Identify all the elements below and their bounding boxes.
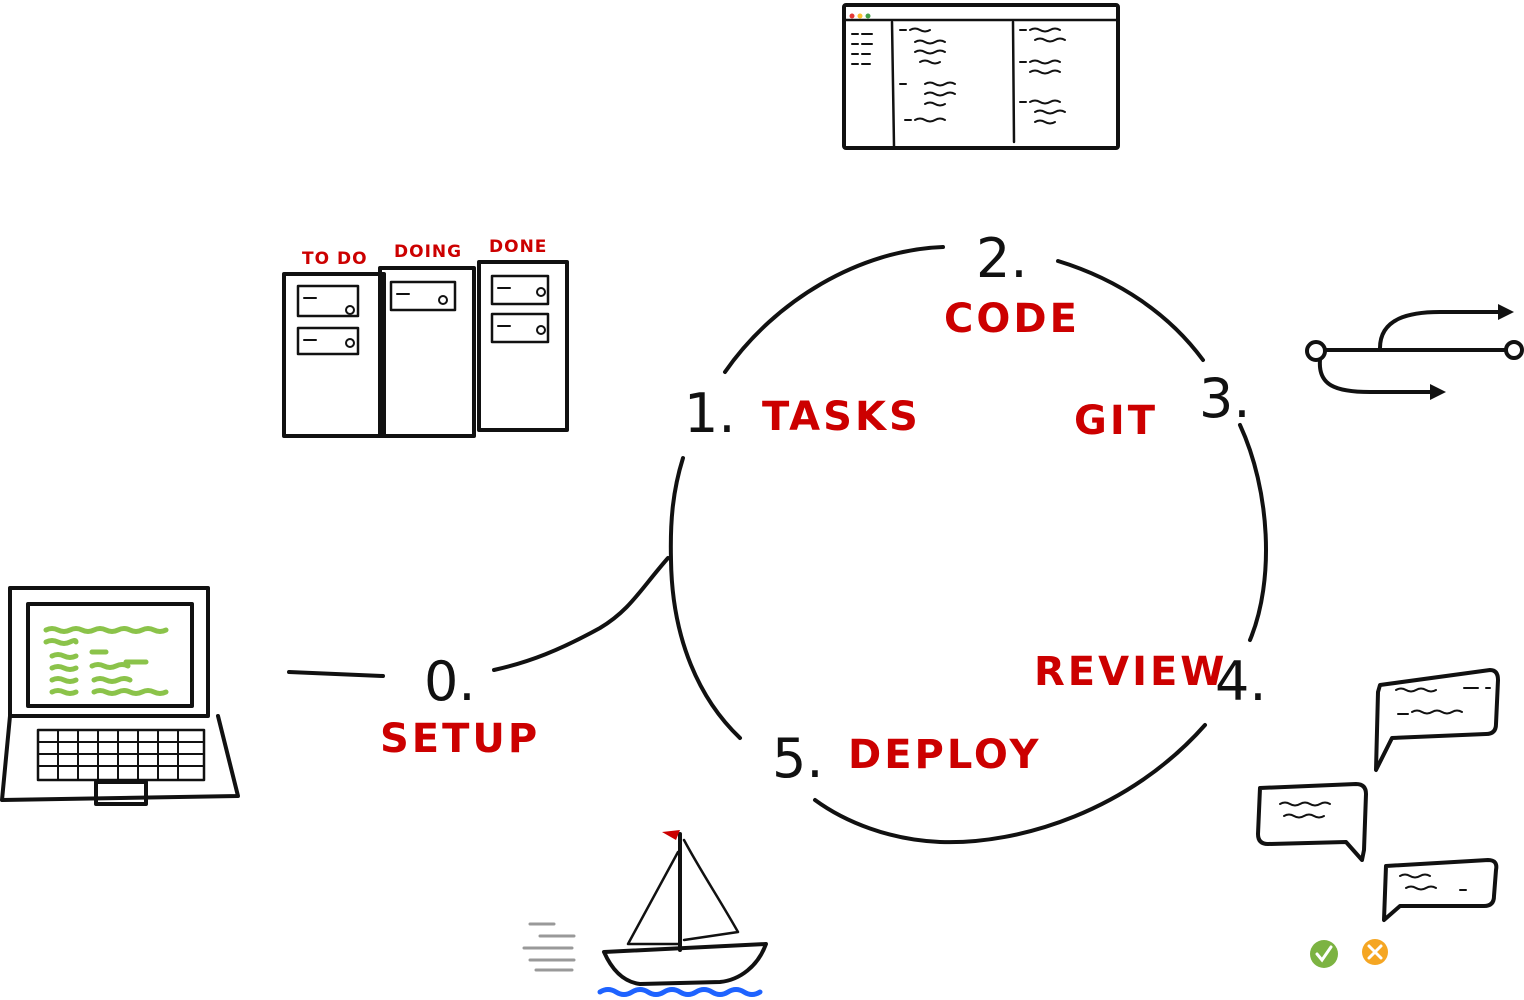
- cycle-circle: [668, 245, 1269, 845]
- step-label: REVIEW: [1034, 649, 1227, 695]
- board-column-title: TO DO: [302, 249, 368, 269]
- step-deploy: 5. DEPLOY: [772, 727, 1041, 790]
- step-git: 3. GIT: [1074, 367, 1251, 444]
- step-label: DEPLOY: [848, 732, 1041, 778]
- step-tasks: 1. TASKS: [684, 382, 921, 445]
- laptop-connector: [287, 670, 385, 678]
- reject-icon: [1362, 939, 1388, 965]
- step-number: 1.: [684, 382, 736, 445]
- step-number: 5.: [772, 727, 824, 790]
- code-editor-icon: [842, 3, 1120, 150]
- sailboat-icon: [522, 830, 768, 997]
- step-label: CODE: [944, 296, 1080, 342]
- step-setup: 0. SETUP: [380, 650, 540, 762]
- kanban-board-icon: TO DO DOING DONE: [282, 237, 569, 438]
- step-code: 2. CODE: [944, 227, 1080, 342]
- setup-connector: [492, 556, 670, 672]
- step-label: SETUP: [380, 716, 540, 762]
- board-column-title: DOING: [394, 242, 462, 262]
- step-number: 4.: [1215, 650, 1267, 713]
- laptop-icon: [0, 586, 240, 806]
- step-number: 2.: [976, 227, 1028, 290]
- git-branch-icon: [1305, 304, 1524, 400]
- board-column-title: DONE: [489, 237, 547, 257]
- approve-icon: [1310, 940, 1338, 968]
- step-number: 3.: [1199, 367, 1251, 430]
- step-label: GIT: [1074, 398, 1158, 444]
- step-review: 4. REVIEW: [1034, 649, 1267, 713]
- step-label: TASKS: [762, 394, 921, 440]
- chat-bubbles-icon: [1256, 668, 1500, 922]
- step-number: 0.: [424, 650, 476, 713]
